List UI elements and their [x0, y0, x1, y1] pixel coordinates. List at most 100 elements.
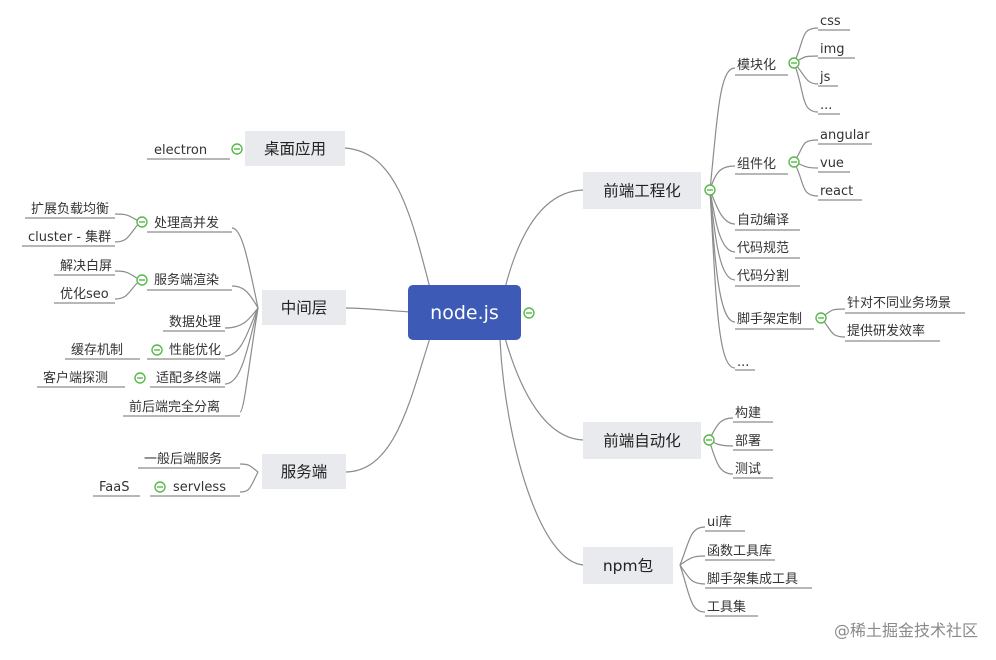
node-concurrency[interactable]: 处理高并发 — [147, 215, 232, 233]
leaf-label: 优化seo — [60, 287, 109, 302]
leaf-scaffold-tool[interactable]: 脚手架集成工具 — [705, 571, 812, 589]
desktop-collapse-icon[interactable] — [231, 143, 243, 155]
node-label: ... — [737, 355, 749, 370]
automation-collapse-icon[interactable] — [703, 434, 715, 446]
components-collapse-icon[interactable] — [788, 156, 800, 168]
leaf-func-lib[interactable]: 函数工具库 — [705, 543, 775, 561]
branch-box — [583, 422, 701, 459]
node-perf[interactable]: 性能优化 — [147, 343, 225, 360]
node-modularize[interactable]: 模块化 — [735, 58, 788, 76]
node-label: 脚手架定制 — [737, 311, 802, 327]
scaffold-collapse-icon[interactable] — [815, 312, 827, 324]
leaf-test[interactable]: 测试 — [733, 462, 773, 479]
leaf-vue[interactable]: vue — [818, 156, 850, 173]
node-components[interactable]: 组件化 — [735, 157, 788, 175]
perf-collapse-icon[interactable] — [151, 344, 163, 356]
leaf-deploy[interactable]: 部署 — [733, 434, 773, 451]
leaf-cache[interactable]: 缓存机制 — [65, 343, 140, 360]
node-data[interactable]: 数据处理 — [163, 315, 225, 332]
node-code-split[interactable]: 代码分割 — [735, 268, 800, 287]
branch-middle[interactable]: 中间层 — [262, 290, 346, 325]
leaf-label: 客户端探测 — [43, 370, 108, 386]
branch-box — [262, 454, 346, 489]
leaf-label: 脚手架集成工具 — [707, 571, 798, 587]
leaf-css[interactable]: css — [818, 14, 850, 31]
leaf-cluster[interactable]: cluster - 集群 — [22, 229, 115, 247]
concurrency-collapse-icon[interactable] — [136, 216, 148, 228]
root-box — [408, 285, 521, 340]
leaf-label: FaaS — [99, 480, 129, 495]
node-label: 处理高并发 — [154, 215, 219, 231]
serverless-collapse-icon[interactable] — [154, 481, 166, 493]
leaf-label: img — [820, 42, 845, 57]
leaf-toolset[interactable]: 工具集 — [705, 599, 758, 617]
branch-label: 桌面应用 — [264, 139, 326, 158]
engineering-collapse-icon[interactable] — [704, 184, 716, 196]
branch-label: 服务端 — [281, 463, 328, 481]
leaf-label: 部署 — [735, 434, 761, 449]
node-label: 自动编译 — [737, 213, 789, 228]
node-label: 代码规范 — [737, 241, 789, 256]
leaf-react[interactable]: react — [818, 184, 862, 201]
node-label: 性能优化 — [169, 343, 221, 358]
leaf-electron[interactable]: electron — [147, 143, 230, 160]
branch-label: 前端工程化 — [603, 182, 681, 200]
node-label: 模块化 — [737, 58, 776, 73]
leaf-faas[interactable]: FaaS — [93, 480, 140, 497]
node-label: 代码分割 — [737, 268, 789, 284]
leaf-label: 缓存机制 — [71, 343, 123, 358]
node-general-backend[interactable]: 一般后端服务 — [138, 451, 240, 469]
root-node[interactable]: node.js — [408, 285, 521, 340]
leaf-load-balance[interactable]: 扩展负载均衡 — [25, 202, 115, 219]
leaf-white-screen[interactable]: 解决白屏 — [54, 258, 115, 276]
root-collapse-icon[interactable] — [523, 307, 535, 319]
node-ssr[interactable]: 服务端渲染 — [147, 272, 232, 291]
watermark-text: @稀土掘金技术社区 — [834, 621, 978, 640]
leaf-ui-lib[interactable]: ui库 — [705, 514, 745, 532]
node-label: 组件化 — [737, 157, 776, 172]
node-label: 适配多终端 — [156, 370, 221, 386]
leaf-angular[interactable]: angular — [818, 128, 872, 145]
leaf-label: 工具集 — [707, 599, 746, 615]
ssr-collapse-icon[interactable] — [136, 274, 148, 286]
leaf-label: electron — [154, 143, 207, 158]
leaf-efficiency[interactable]: 提供研发效率 — [845, 323, 940, 342]
leaf-label: 解决白屏 — [60, 258, 112, 274]
node-scaffold[interactable]: 脚手架定制 — [735, 311, 814, 330]
leaf-build[interactable]: 构建 — [733, 406, 773, 423]
branch-label: 前端自动化 — [603, 432, 681, 450]
node-label: 一般后端服务 — [144, 451, 222, 467]
leaf-label: 测试 — [735, 462, 761, 477]
leaf-label: 构建 — [735, 406, 761, 421]
leaf-scenario[interactable]: 针对不同业务场景 — [845, 295, 965, 314]
branch-npm[interactable]: npm包 — [583, 547, 673, 584]
node-label: 前后端完全分离 — [129, 399, 220, 415]
node-label: 服务端渲染 — [154, 272, 219, 288]
leaf-label: ... — [820, 98, 832, 113]
branch-server[interactable]: 服务端 — [262, 454, 346, 489]
modularize-collapse-icon[interactable] — [788, 57, 800, 69]
branch-automation[interactable]: 前端自动化 — [583, 422, 701, 459]
leaf-label: 函数工具库 — [707, 543, 772, 559]
leaf-seo[interactable]: 优化seo — [54, 287, 115, 304]
leaf-js[interactable]: js — [818, 70, 838, 87]
branch-engineering[interactable]: 前端工程化 — [583, 172, 701, 209]
node-label: servless — [173, 480, 226, 495]
node-multi-terminal[interactable]: 适配多终端 — [150, 370, 225, 388]
multi-collapse-icon[interactable] — [134, 372, 146, 384]
leaf-ellipsis[interactable]: ... — [818, 98, 840, 115]
node-code-style[interactable]: 代码规范 — [735, 241, 800, 259]
leaf-label: 提供研发效率 — [847, 323, 925, 339]
leaf-img[interactable]: img — [818, 42, 855, 59]
node-auto-compile[interactable]: 自动编译 — [735, 213, 800, 231]
node-separation[interactable]: 前后端完全分离 — [123, 399, 240, 417]
node-serverless[interactable]: servless — [150, 480, 240, 497]
leaf-label: css — [820, 14, 841, 29]
leaf-label: js — [819, 70, 831, 85]
node-more[interactable]: ... — [735, 355, 755, 371]
node-label: 数据处理 — [169, 315, 221, 330]
branch-box — [583, 172, 701, 209]
leaf-client-detect[interactable]: 客户端探测 — [37, 370, 125, 388]
branch-desktop[interactable]: 桌面应用 — [245, 131, 345, 166]
